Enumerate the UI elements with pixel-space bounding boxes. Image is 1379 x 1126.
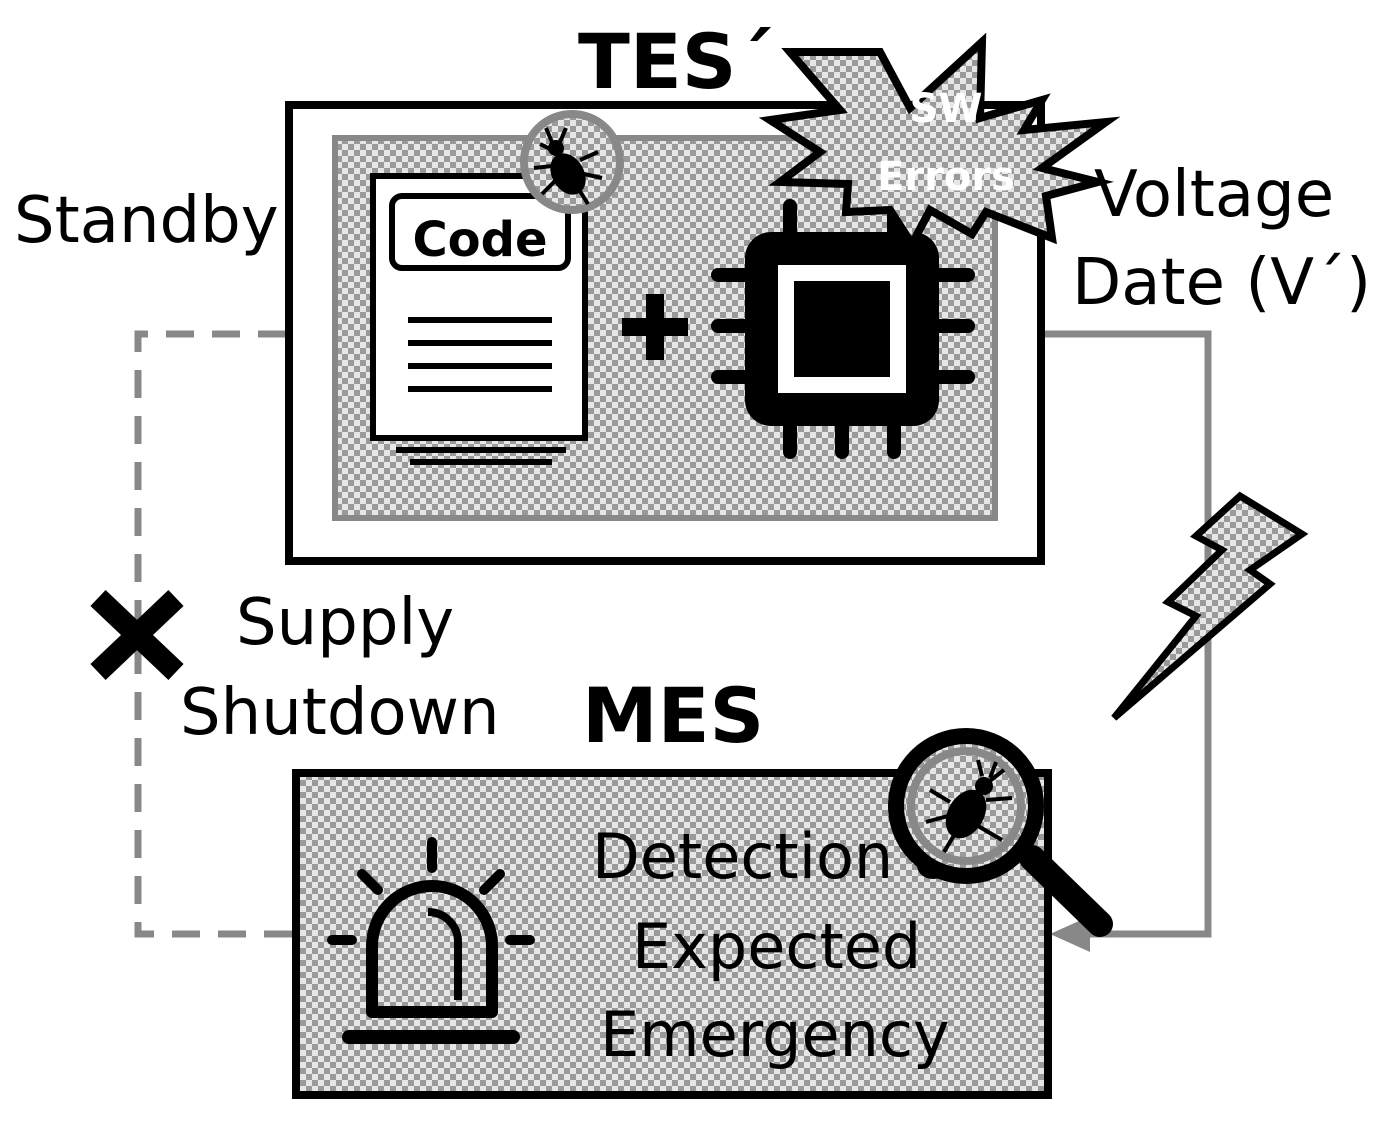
sw-errors-burst xyxy=(758,32,1121,252)
sw-errors-line-2: Errors xyxy=(877,154,1015,200)
voltage-arrowhead xyxy=(1050,916,1090,952)
mes-title: MES xyxy=(582,671,764,760)
supply-shutdown-dashed-line xyxy=(134,330,322,938)
code-label: Code xyxy=(412,212,547,268)
sw-errors-line-1: SW xyxy=(910,86,983,132)
plus-icon xyxy=(622,294,688,360)
voltage-label-line-1: Voltage xyxy=(1094,158,1334,232)
cpu-chip-icon xyxy=(711,199,975,459)
close-icon xyxy=(90,590,184,680)
alarm-siren-icon xyxy=(327,837,535,1044)
standby-label: Standby xyxy=(14,184,279,258)
lightning-bolt-icon xyxy=(1111,491,1309,721)
magnifier-bug-icon xyxy=(888,728,1113,937)
mes-text-line-2: Expected xyxy=(632,910,921,983)
supply-label-line-2: Shutdown xyxy=(180,676,500,750)
mes-text-line-3: Emergency xyxy=(600,998,950,1071)
tes-title: TES´ xyxy=(578,17,775,106)
supply-label-line-1: Supply xyxy=(236,586,454,660)
bug-circle-icon xyxy=(520,110,624,214)
code-document-icon xyxy=(370,173,588,465)
voltage-label-line-2: Date (V´) xyxy=(1072,246,1371,320)
